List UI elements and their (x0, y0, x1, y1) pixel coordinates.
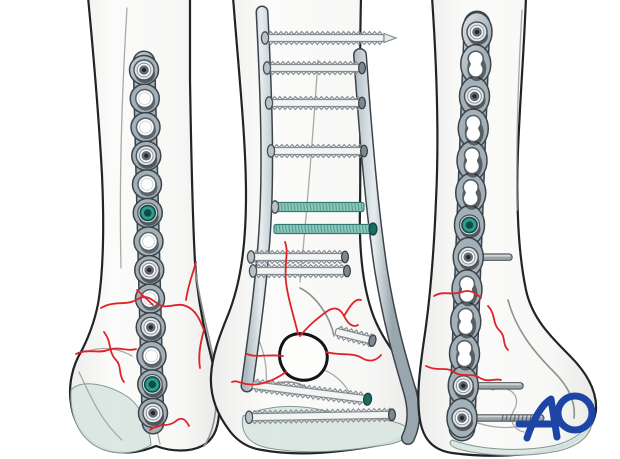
ao-logo-letter-o (554, 392, 596, 434)
protruding-screw-shafts (469, 253, 545, 422)
transverse-screws (244, 30, 398, 425)
cartilage-heel-right (449, 415, 593, 456)
cartilage-heel-left (70, 383, 152, 454)
bone-plate-left (128, 50, 169, 435)
ao-logo-letter-a (523, 395, 561, 442)
bone-defect-window (278, 332, 329, 382)
panel-lateral-view: AO (417, 0, 598, 457)
fracture-lines-left (75, 261, 205, 431)
ao-logo: AO (515, 392, 596, 442)
panel-posteromedial-view (68, 0, 221, 454)
bone-plate-right (446, 10, 545, 442)
fracture-lines-middle (231, 241, 382, 386)
fracture-lines-right (425, 290, 509, 382)
panel-anterior-view (209, 0, 421, 455)
